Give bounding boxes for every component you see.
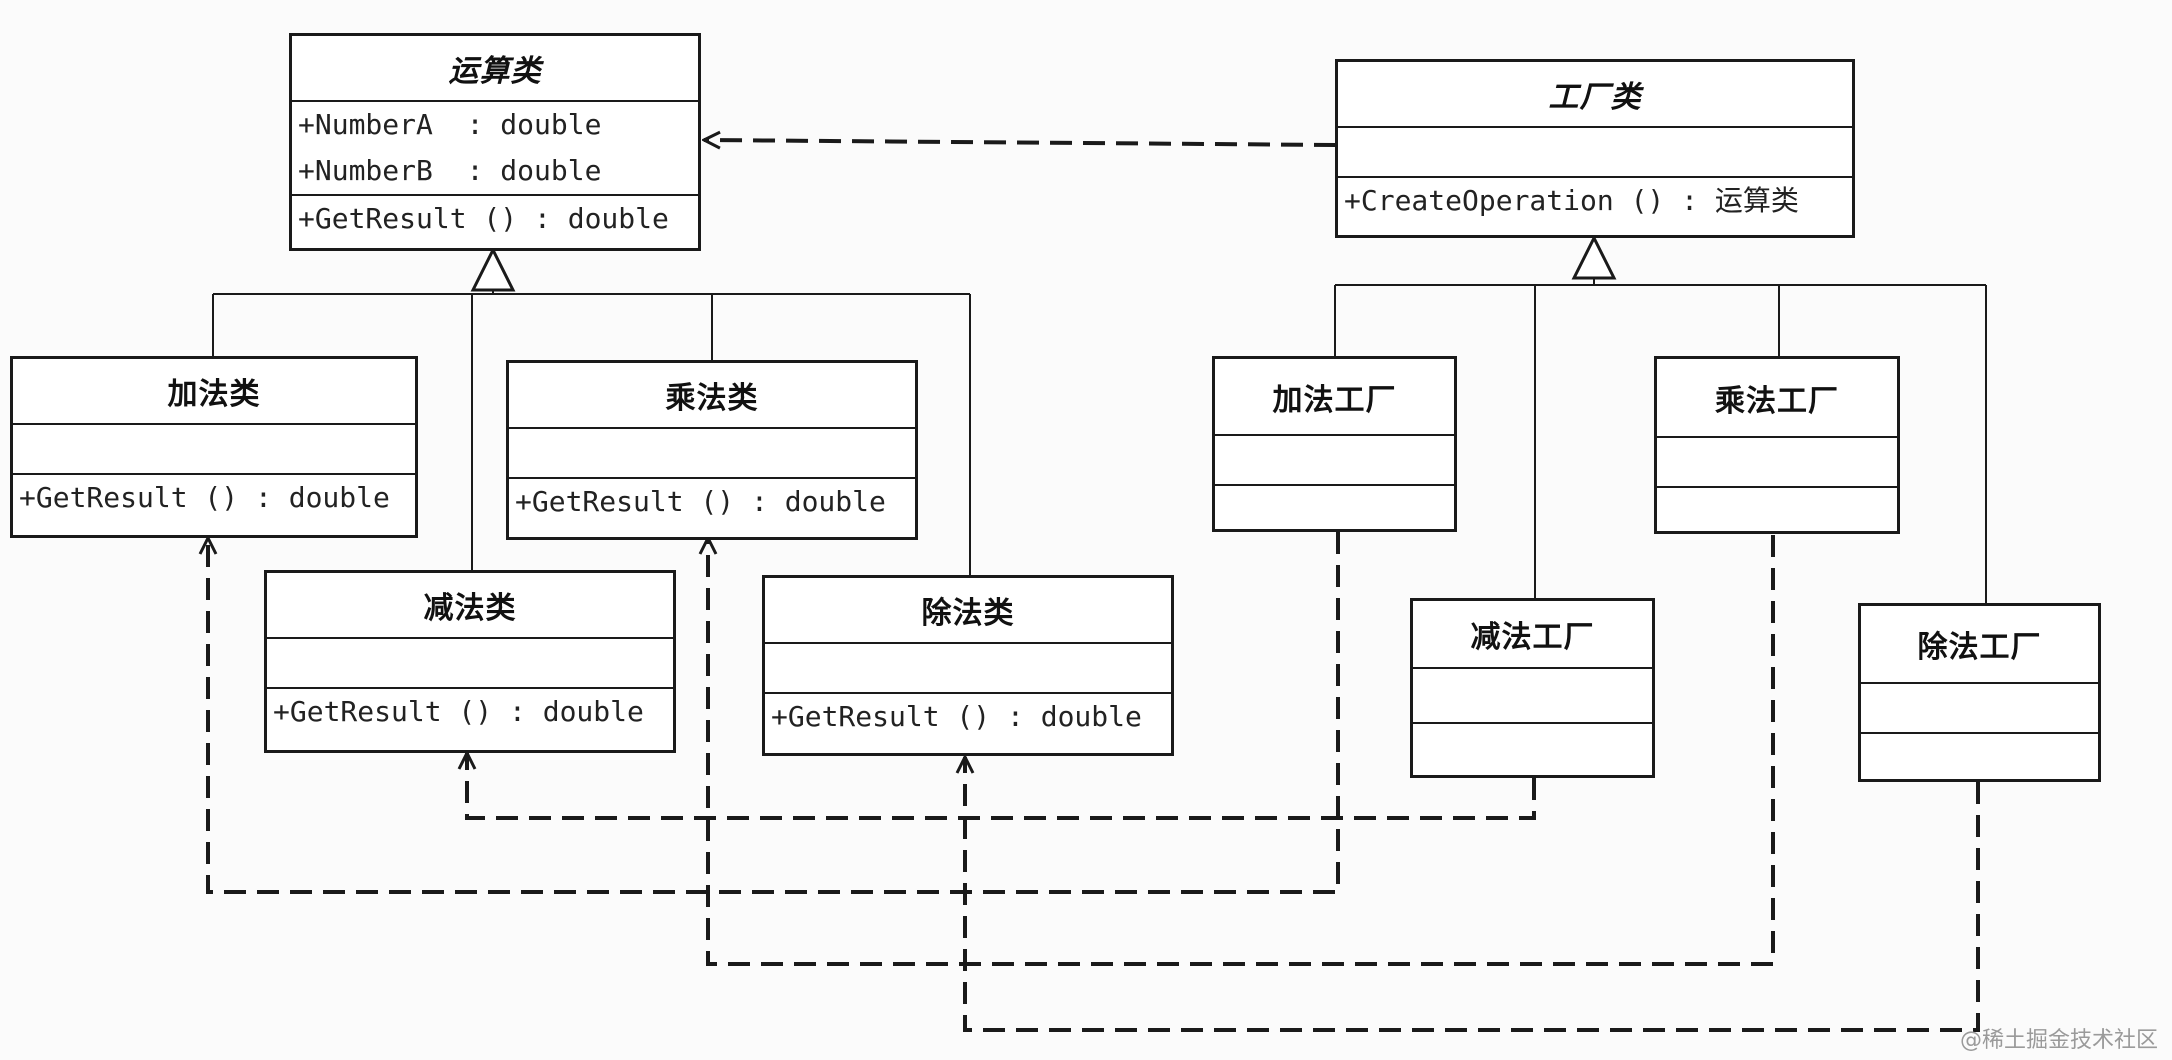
operation-class: 运算类 +NumberA : double +NumberB : double … bbox=[289, 33, 701, 251]
method-create-operation: +CreateOperation () : 运算类 bbox=[1344, 184, 1799, 217]
div-factory-methods bbox=[1861, 734, 2098, 779]
method-get-result: +GetResult () : double bbox=[19, 481, 390, 514]
attribute-number-b: +NumberB : double bbox=[298, 154, 602, 187]
mul-factory-methods bbox=[1657, 488, 1897, 531]
add-factory-methods bbox=[1215, 486, 1454, 529]
mul-factory-attributes bbox=[1657, 438, 1897, 488]
sub-factory-name: 减法工厂 bbox=[1413, 601, 1652, 669]
sub-class-attributes bbox=[267, 639, 673, 689]
method-get-result: +GetResult () : double bbox=[515, 485, 886, 518]
operation-class-methods: +GetResult () : double bbox=[292, 196, 698, 248]
div-class: 除法类 +GetResult () : double bbox=[762, 575, 1174, 756]
div-class-attributes bbox=[765, 644, 1171, 694]
mul-class-attributes bbox=[509, 429, 915, 479]
method-get-result: +GetResult () : double bbox=[273, 695, 644, 728]
mul-class-methods: +GetResult () : double bbox=[509, 479, 915, 537]
sub-factory-attributes bbox=[1413, 669, 1652, 724]
mul-factory-class: 乘法工厂 bbox=[1654, 356, 1900, 534]
add-class-methods: +GetResult () : double bbox=[13, 475, 415, 535]
add-class-attributes bbox=[13, 425, 415, 475]
mul-class: 乘法类 +GetResult () : double bbox=[506, 360, 918, 540]
mul-class-name: 乘法类 bbox=[509, 363, 915, 429]
factory-class-name: 工厂类 bbox=[1338, 62, 1852, 128]
sub-class-name: 减法类 bbox=[267, 573, 673, 639]
add-factory-class: 加法工厂 bbox=[1212, 356, 1457, 532]
add-factory-name: 加法工厂 bbox=[1215, 359, 1454, 436]
generalization-factory bbox=[1334, 234, 1987, 603]
sub-class: 减法类 +GetResult () : double bbox=[264, 570, 676, 753]
dependency-mul-factory-to-mul bbox=[708, 535, 1775, 966]
dependency-add-factory-to-add bbox=[208, 532, 1340, 894]
watermark: @稀土掘金技术社区 bbox=[1959, 1028, 2158, 1053]
sub-factory-methods bbox=[1413, 724, 1652, 775]
sub-class-methods: +GetResult () : double bbox=[267, 689, 673, 750]
dependency-factory-to-operation bbox=[704, 140, 1337, 145]
div-factory-class: 除法工厂 bbox=[1858, 603, 2101, 782]
method-get-result: +GetResult () : double bbox=[771, 700, 1142, 733]
add-class-name: 加法类 bbox=[13, 359, 415, 425]
dependency-div-factory-to-div bbox=[965, 757, 1980, 1032]
factory-class-attributes bbox=[1338, 128, 1852, 178]
generalization-operation bbox=[212, 246, 971, 575]
div-factory-attributes bbox=[1861, 684, 2098, 734]
factory-class: 工厂类 +CreateOperation () : 运算类 bbox=[1335, 59, 1855, 238]
operation-class-name: 运算类 bbox=[292, 36, 698, 102]
sub-factory-class: 减法工厂 bbox=[1410, 598, 1655, 778]
div-factory-name: 除法工厂 bbox=[1861, 606, 2098, 684]
dependency-sub-factory-to-sub bbox=[467, 753, 1536, 820]
factory-class-methods: +CreateOperation () : 运算类 bbox=[1338, 178, 1852, 235]
div-class-name: 除法类 bbox=[765, 578, 1171, 644]
add-class: 加法类 +GetResult () : double bbox=[10, 356, 418, 538]
mul-factory-name: 乘法工厂 bbox=[1657, 359, 1897, 438]
attribute-number-a: +NumberA : double bbox=[298, 108, 602, 141]
div-class-methods: +GetResult () : double bbox=[765, 694, 1171, 753]
operation-class-attributes: +NumberA : double +NumberB : double bbox=[292, 102, 698, 196]
method-get-result: +GetResult () : double bbox=[298, 202, 669, 235]
add-factory-attributes bbox=[1215, 436, 1454, 486]
